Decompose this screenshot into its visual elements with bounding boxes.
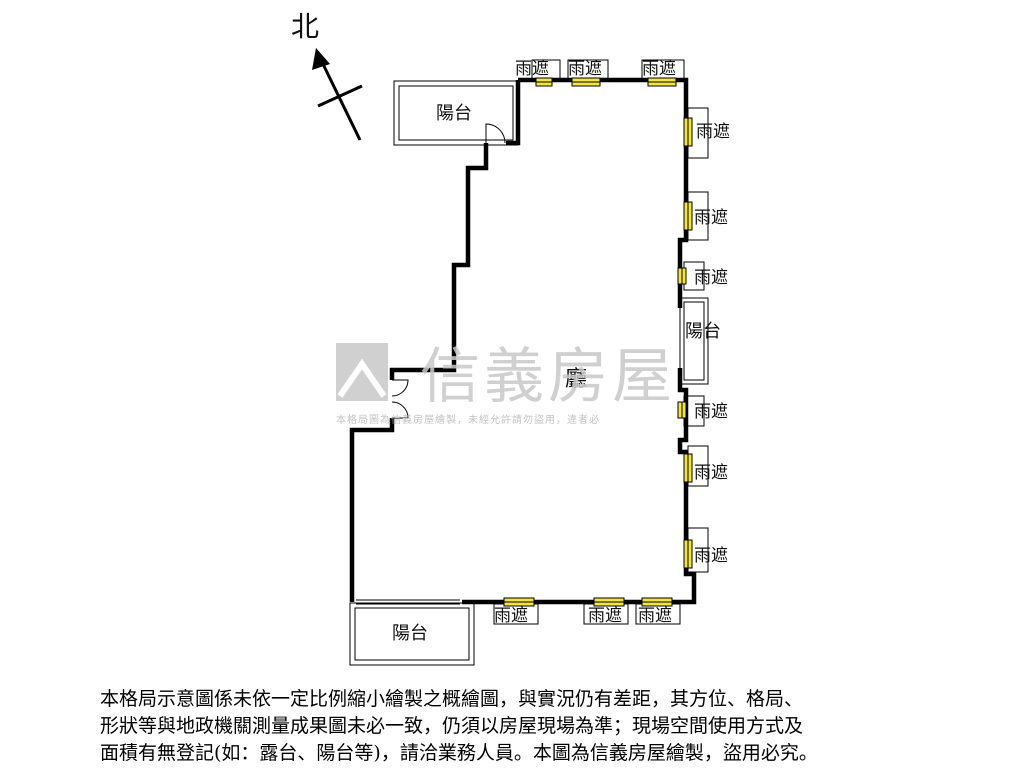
watermark-logo-mark [337, 358, 387, 398]
balcony-top: 陽台 [393, 80, 519, 146]
awning-label-5: 雨遮 [694, 208, 728, 228]
disclaimer-line: 本格局示意圖係未依一定比例縮小繪製之概繪圖，與實況仍有差距，其方位、格局、 [100, 688, 804, 710]
awning-label-9: 雨遮 [694, 546, 728, 566]
awning-label-6: 雨遮 [694, 268, 728, 288]
awnings: 雨遮雨遮雨遮雨遮雨遮雨遮雨遮雨遮雨遮雨遮雨遮雨遮 [493, 59, 730, 626]
north-arrow-head [312, 48, 330, 70]
disclaimer-line: 形狀等與地政機關測量成果圖未必一致，仍須以房屋現場為準；現場空間使用方式及 [100, 715, 804, 737]
wall-north-east [518, 77, 689, 308]
disclaimer: 本格局示意圖係未依一定比例縮小繪製之概繪圖，與實況仍有差距，其方位、格局、 形狀… [100, 686, 1000, 767]
compass-crossbar [317, 84, 363, 108]
balcony-top-label: 陽台 [436, 103, 472, 124]
compass: 北 [291, 10, 363, 141]
balcony-right-label-1: 陽台 [685, 321, 721, 342]
walls [349, 77, 697, 605]
doors [356, 123, 506, 605]
watermark-notice: 本格局圖為信義房屋繪製，未經允許請勿盜用，違者必 [336, 413, 600, 426]
balcony-bottom-label: 陽台 [392, 623, 428, 644]
disclaimer-line: 面積有無登記(如：露台、陽台等)，請洽業務人員。本圖為信義房屋繪製，盜用必究。 [100, 742, 818, 764]
awning-label-10: 雨遮 [494, 606, 528, 626]
north-label: 北 [291, 10, 319, 43]
floor-plan: 北 陽台 陽台 陽台 雨遮雨遮雨遮雨遮雨遮雨遮雨遮雨遮雨遮雨遮雨遮雨遮 廳 [291, 10, 730, 666]
north-arrow-shaft [320, 61, 362, 141]
door-balcony-top [485, 123, 506, 144]
watermark: 信義房屋 本格局圖為信義房屋繪製，未經允許請勿盜用，違者必 [336, 342, 676, 426]
door-west-lower [391, 401, 409, 419]
awning-label-8: 雨遮 [694, 463, 728, 483]
awning-label-7: 雨遮 [694, 402, 728, 422]
hall-label: 廳 [565, 367, 587, 392]
awning-label-3: 雨遮 [642, 59, 676, 79]
balcony-bottom: 陽台 [349, 602, 475, 666]
awning-label-11: 雨遮 [588, 606, 622, 626]
wall-balcony-jog [506, 80, 521, 146]
balcony-right: 陽台 [679, 297, 721, 385]
wall-west-upper [389, 143, 489, 380]
awning-label-1: 雨遮 [515, 59, 549, 79]
awning-label-12: 雨遮 [638, 606, 672, 626]
awning-label-4: 雨遮 [696, 122, 730, 142]
door-west-upper [391, 379, 409, 397]
awning-label-2: 雨遮 [568, 59, 602, 79]
wall-east-south [462, 368, 697, 605]
wall-west-lower [349, 418, 395, 602]
watermark-brand: 信義房屋 [420, 342, 676, 412]
